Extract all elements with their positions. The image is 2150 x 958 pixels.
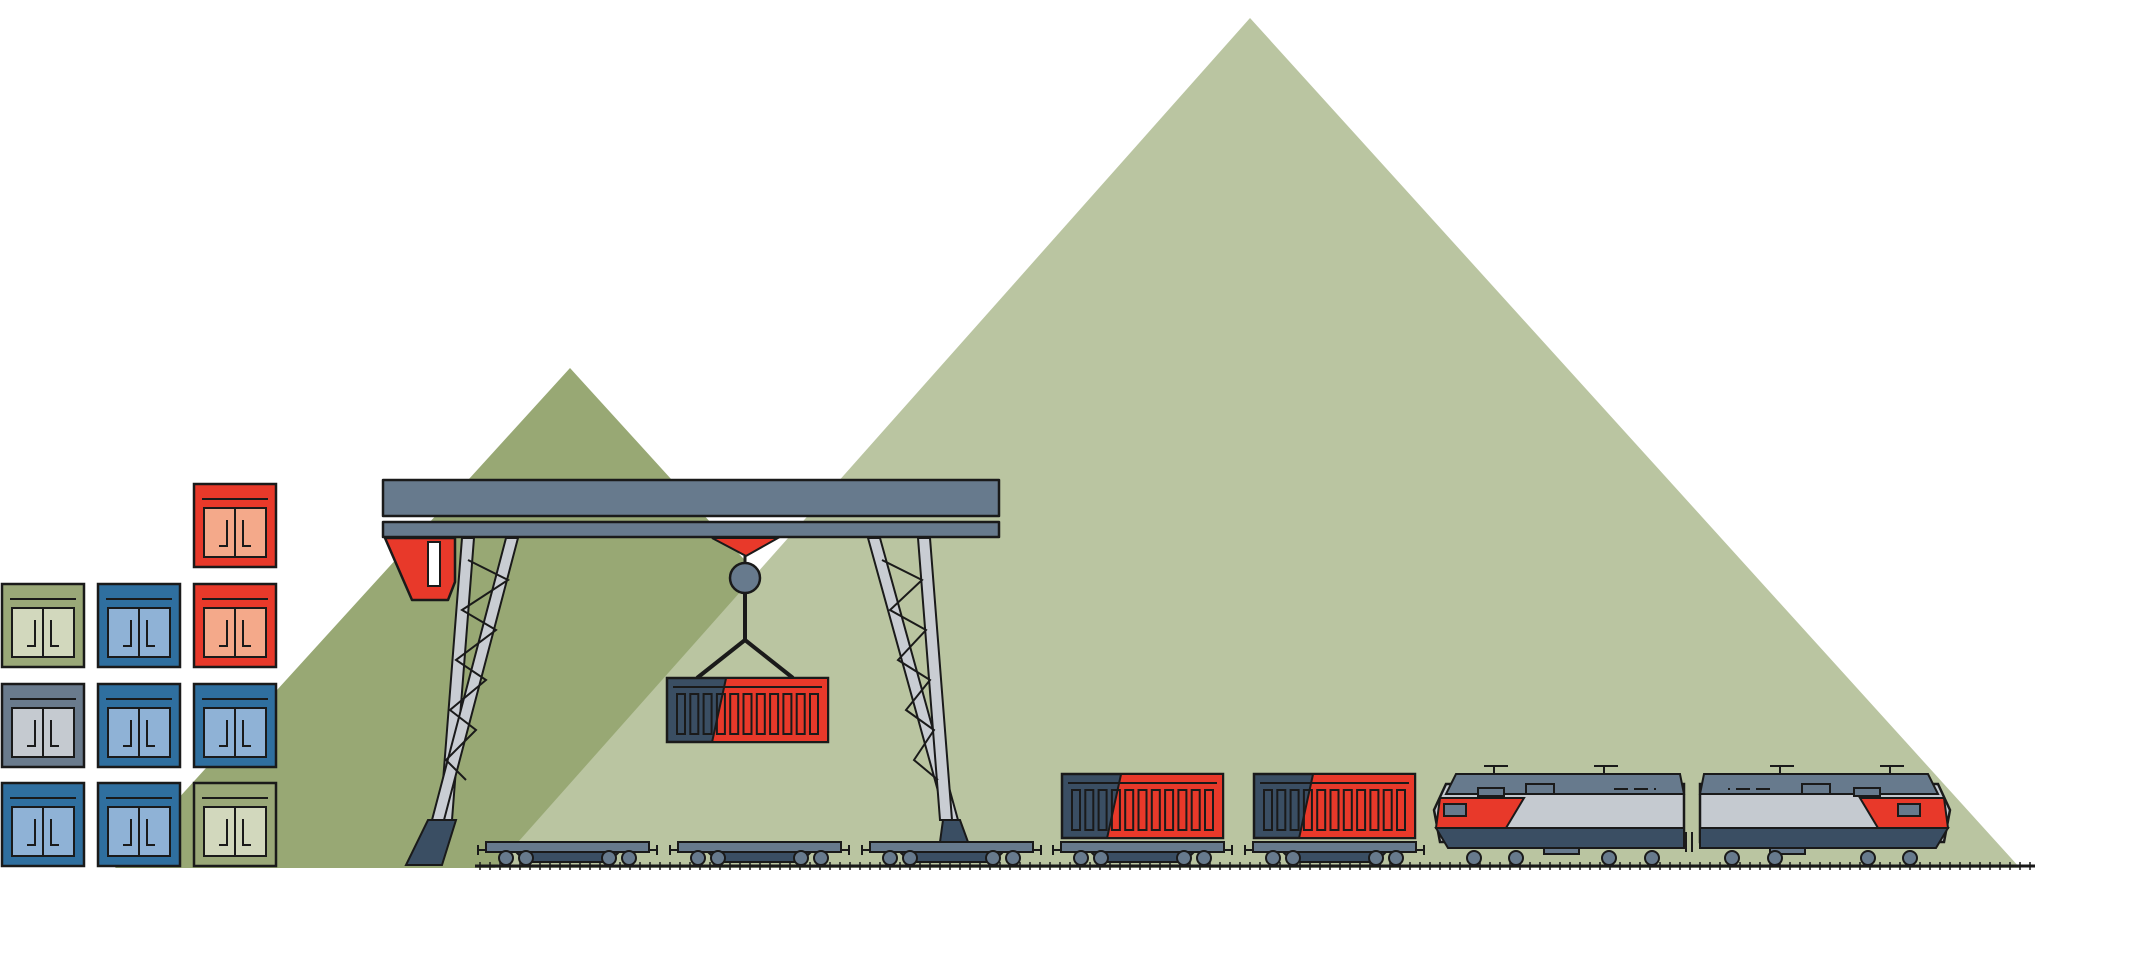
locomotive-1 — [1432, 765, 1686, 866]
train-wagon-1 — [477, 841, 658, 866]
stacked-container-blue — [96, 781, 182, 868]
mountains — [115, 18, 2020, 868]
wagon-container-5 — [1252, 772, 1417, 840]
train-wagon-5 — [1244, 772, 1425, 866]
train-wagon-2 — [669, 841, 850, 866]
hanging-container-box — [665, 676, 830, 744]
stacked-container-blue — [0, 781, 86, 868]
crane-trolley — [711, 537, 782, 558]
crane-lower-beam — [381, 520, 1001, 539]
stacked-container-green — [0, 582, 86, 669]
crane-top-beam — [381, 478, 1001, 518]
locomotive-2 — [1698, 765, 1952, 866]
stacked-container-blue — [192, 682, 278, 769]
mountain-right — [495, 18, 2020, 868]
stacked-container-blue — [96, 682, 182, 769]
crane-cab-window — [427, 541, 441, 587]
train-wagon-4 — [1052, 772, 1233, 866]
stacked-container-red — [192, 482, 278, 569]
crane-hook-block — [728, 561, 762, 595]
gantry-crane — [381, 478, 1001, 866]
stacked-container-gray — [0, 682, 86, 769]
hanging-container — [665, 676, 830, 744]
stacked-container-blue — [96, 582, 182, 669]
train — [477, 765, 1952, 866]
stacked-container-green — [192, 781, 278, 868]
train-wagon-3 — [861, 841, 1042, 866]
crane-left-leg — [404, 537, 520, 866]
stacked-container-red — [192, 582, 278, 669]
container-stacks — [0, 482, 278, 868]
wagon-container-4 — [1060, 772, 1225, 840]
